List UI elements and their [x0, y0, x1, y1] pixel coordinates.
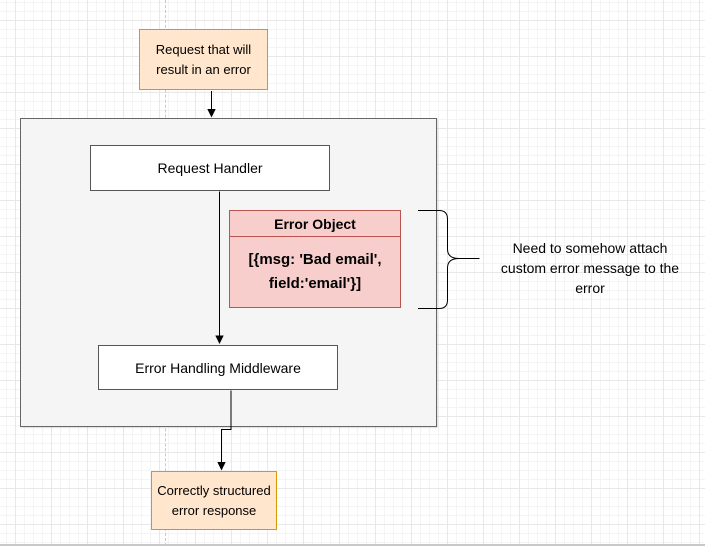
error-object-title: Error Object [230, 211, 400, 237]
error-object-body: [{msg: 'Bad email', field:'email'}] [248, 251, 382, 292]
node-request-handler-label: Request Handler [157, 160, 263, 176]
node-request-handler[interactable]: Request Handler [90, 145, 330, 191]
node-request-error-label: Request that will result in an error [155, 41, 252, 77]
node-response-label: Correctly structured error response [157, 482, 271, 518]
node-error-middleware[interactable]: Error Handling Middleware [98, 345, 338, 390]
node-error-object[interactable]: Error Object [{msg: 'Bad email', field:'… [229, 210, 401, 308]
node-request-error[interactable]: Request that will result in an error [139, 29, 268, 90]
annotation-note[interactable]: Need to somehow attach custom error mess… [465, 238, 705, 298]
node-error-middleware-label: Error Handling Middleware [135, 359, 301, 376]
annotation-line: error [575, 280, 605, 296]
node-response[interactable]: Correctly structured error response [151, 471, 277, 530]
annotation-line: custom error message to the [500, 260, 680, 276]
edge-request-to-container[interactable] [207, 91, 216, 118]
canvas-bottom-edge [0, 544, 705, 546]
annotation-line: Need to somehow attach [512, 240, 668, 256]
